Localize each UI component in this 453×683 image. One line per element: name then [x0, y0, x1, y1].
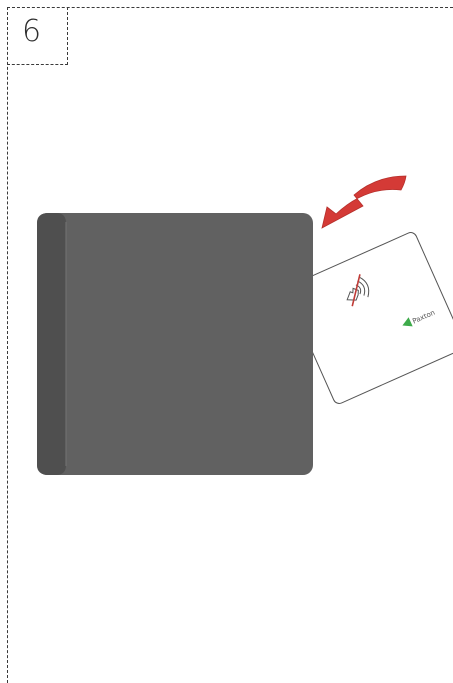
curved-arrow-icon: [322, 176, 406, 228]
reader-face: [37, 213, 313, 475]
reader: [37, 213, 313, 475]
reader-side: [37, 213, 66, 475]
